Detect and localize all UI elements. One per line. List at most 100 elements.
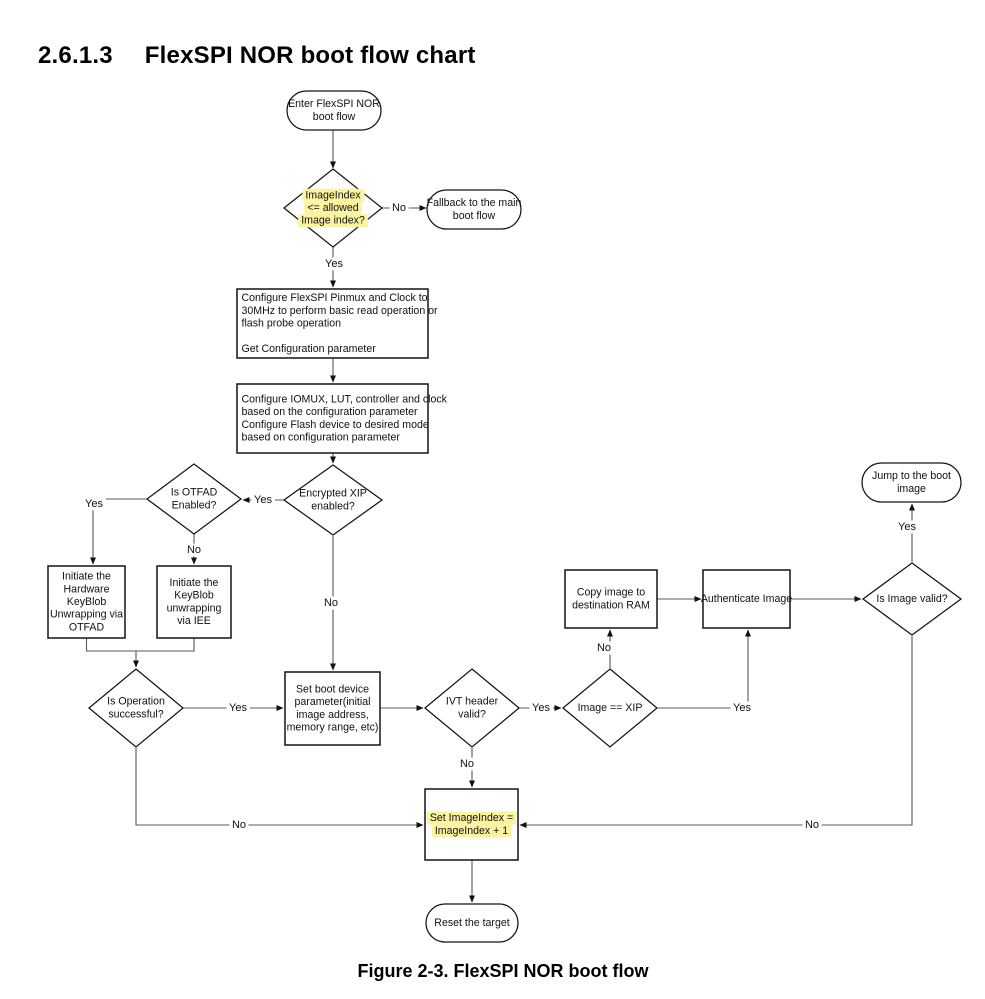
node-label-line: based on the configuration parameter	[242, 406, 419, 418]
node-label-line: memory range, etc)	[287, 722, 379, 734]
edge-image-xip-yes-authenticate	[658, 629, 751, 709]
process-box	[236, 288, 429, 359]
edge-label-encrypted-xip-no-set-boot: No	[324, 597, 338, 609]
edge-label-bg	[457, 757, 477, 771]
text-highlight	[304, 201, 362, 215]
edge-label-bg	[389, 201, 409, 215]
section-number: 2.6.1.3	[38, 42, 113, 70]
decision-diamond	[861, 562, 963, 636]
edge-label-bg	[322, 257, 346, 271]
edge-label-encrypted-xip-yes-otfad: Yes	[254, 494, 272, 506]
node-label-line: via IEE	[177, 615, 211, 627]
node-check-image-valid: Is Image valid?	[861, 562, 963, 636]
text-highlight	[302, 188, 365, 202]
node-label-line: 30MHz to perform basic read operation or	[242, 305, 439, 317]
node-label-line: valid?	[458, 708, 486, 720]
node-reset-target: Reset the target	[425, 903, 519, 943]
edge-label-index-check-yes-configure: Yes	[325, 258, 343, 270]
edge-label-bg	[529, 701, 553, 715]
edge-image-valid-no-set-index	[519, 636, 913, 828]
node-label-line: Initiate the	[62, 571, 111, 583]
edge-label-op-success-yes-set-boot: Yes	[229, 702, 247, 714]
edge-label-bg	[229, 818, 249, 832]
node-label-line: Initiate the	[170, 577, 219, 589]
decision-diamond	[562, 668, 658, 748]
process-box	[156, 565, 232, 639]
process-box	[284, 671, 381, 746]
node-label-line: Fallback to the main	[427, 197, 522, 209]
decision-diamond	[145, 463, 243, 535]
node-label-line: KeyBlob	[67, 596, 107, 608]
edge-label-bg	[226, 701, 250, 715]
node-label-line: destination RAM	[572, 599, 650, 611]
edge-op-success-no-set-index	[135, 748, 424, 828]
node-label-line: Configure Flash device to desired mode	[242, 419, 429, 431]
node-label-line: ImageIndex + 1	[435, 825, 508, 837]
node-label-line: Encrypted XIP	[299, 488, 367, 500]
decision-diamond	[282, 464, 384, 536]
edge-label-ivt-no-set-index: No	[460, 758, 474, 770]
edge-label-otfad-no-iee-unwrap: No	[187, 544, 201, 556]
node-label-line: KeyBlob	[174, 590, 214, 602]
section-title: FlexSPI NOR boot flow chart	[144, 42, 476, 70]
edge-label-bg	[82, 497, 106, 511]
terminator-shape	[425, 903, 519, 943]
text-highlight	[298, 214, 368, 228]
node-label-line: based on configuration parameter	[242, 432, 401, 444]
process-box	[236, 383, 429, 454]
node-label-line: Authenticate Image	[701, 593, 792, 605]
node-label-line: image address,	[296, 709, 368, 721]
node-label-line: Image index?	[301, 215, 365, 227]
node-label-line: successful?	[108, 708, 163, 720]
node-label-line: Enabled?	[172, 499, 217, 511]
node-label-line: Jump to the boot	[872, 470, 951, 482]
process-box	[564, 569, 658, 629]
edge-label-image-valid-no-set-index: No	[805, 819, 819, 831]
node-label-line: Set ImageIndex =	[430, 812, 513, 824]
process-box	[47, 565, 126, 639]
terminator-shape	[286, 90, 382, 131]
node-label-line: image	[897, 483, 926, 495]
node-label-line: ImageIndex	[305, 189, 361, 201]
node-label-line: Configure FlexSPI Pinmux and Clock to	[242, 292, 428, 304]
node-authenticate-image: Authenticate Image	[701, 569, 792, 629]
edge-label-bg	[321, 596, 341, 610]
node-label-line: Is Operation	[107, 696, 165, 708]
node-label-line: Enter FlexSPI NOR	[288, 98, 380, 110]
node-label-line: Set boot device	[296, 683, 369, 695]
node-label-line: OTFAD	[69, 621, 105, 633]
text-highlight	[431, 824, 512, 838]
node-label-line: <= allowed	[307, 202, 358, 214]
edge-label-image-xip-yes-authenticate: Yes	[733, 702, 751, 714]
terminator-shape	[861, 462, 962, 503]
edge-label-bg	[802, 818, 822, 832]
text-highlight	[426, 811, 517, 825]
figure-caption: Figure 2-3. FlexSPI NOR boot flow	[357, 961, 649, 981]
section-heading: 2.6.1.3 FlexSPI NOR boot flow chart	[38, 42, 476, 70]
edge-label-bg	[184, 543, 204, 557]
terminator-shape	[426, 189, 522, 230]
edge-label-bg	[730, 701, 754, 715]
edge-label-op-success-no-set-index: No	[232, 819, 246, 831]
edge-label-image-xip-no-copy: No	[597, 642, 611, 654]
process-box	[702, 569, 791, 629]
edge-label-otfad-yes-hw-unwrap: Yes	[85, 498, 103, 510]
node-label-line: Copy image to	[577, 587, 645, 599]
node-label-line: Is OTFAD	[171, 487, 218, 499]
decision-diamond	[88, 668, 184, 748]
